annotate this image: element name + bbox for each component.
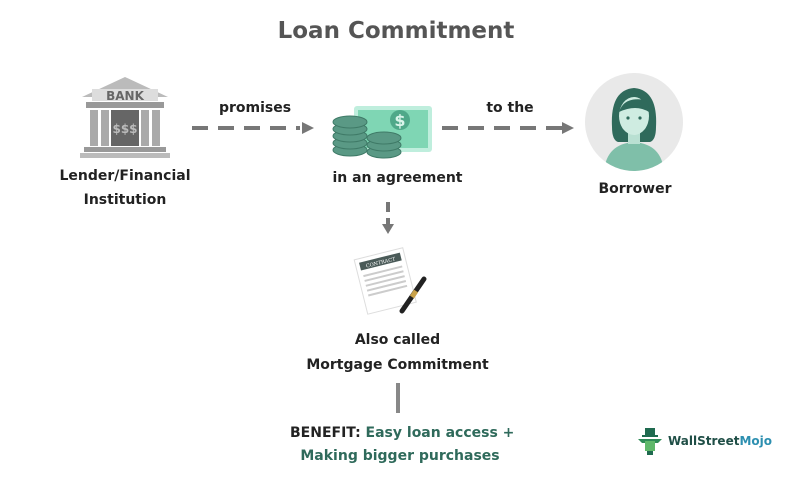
dashed-arrow-down [382, 202, 394, 234]
logo-text-part1: WallStreet [668, 434, 740, 448]
svg-text:$: $ [394, 111, 405, 130]
benefit-prefix: BENEFIT: [290, 425, 361, 441]
arrow-label-to-the: to the [486, 100, 534, 116]
arrow-label-promises: promises [218, 100, 292, 116]
contract-label-line2: Mortgage Commitment [306, 357, 489, 373]
lender-label-line1: Lender/Financial [59, 168, 191, 184]
borrower-avatar-icon [585, 73, 683, 171]
borrower-label: Borrower [598, 181, 672, 197]
money-icon: $ [332, 106, 432, 159]
benefit-line2: Making bigger purchases [300, 448, 500, 464]
svg-text:BANK: BANK [106, 89, 144, 103]
dashed-arrow-right [192, 122, 314, 134]
money-label: in an agreement [332, 170, 463, 186]
benefit-line1: BENEFIT: Easy loan access + [290, 425, 514, 441]
lender-label-line2: Institution [83, 192, 167, 208]
logo-mascot-icon [638, 428, 662, 455]
connector-line [396, 383, 400, 413]
svg-text:$$$: $$$ [112, 122, 137, 136]
contract-label-line1: Also called [354, 332, 441, 348]
bank-icon: BANK $$$ [80, 77, 170, 158]
page-title: Loan Commitment [277, 18, 515, 44]
logo-text-part2: Mojo [739, 434, 772, 448]
benefit-text: Easy loan access + [365, 425, 515, 441]
contract-icon: CONTRACT [353, 247, 427, 315]
dashed-arrow-right [442, 122, 574, 134]
